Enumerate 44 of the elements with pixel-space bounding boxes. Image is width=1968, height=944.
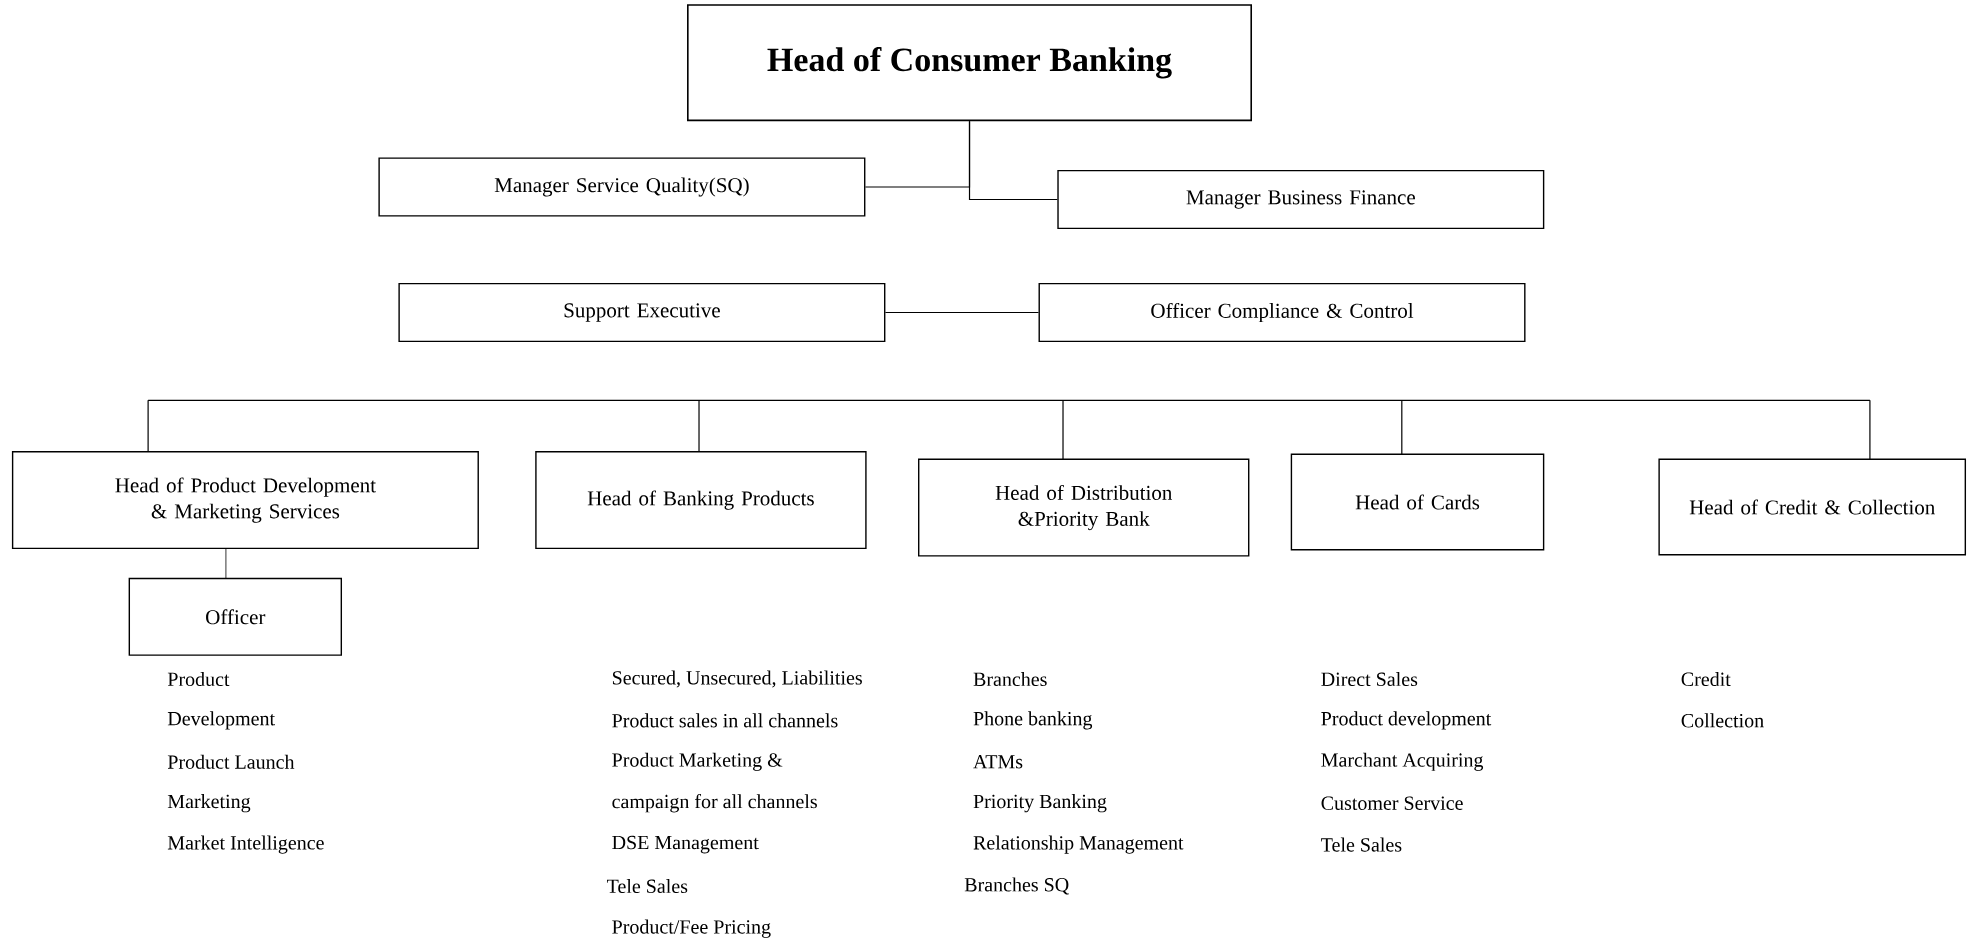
connector-line <box>1062 399 1064 460</box>
role-box: Manager Business Finance <box>1057 169 1545 230</box>
connector-line <box>698 399 700 453</box>
duty-label: Relationship Management <box>973 835 1184 854</box>
duty-label: Customer Service <box>1321 796 1463 810</box>
duty-label: campaign for all channels <box>612 794 817 813</box>
duty-label: DSE Management <box>612 835 759 854</box>
title-box: Head of Consumer Banking <box>687 4 1252 122</box>
duty-label: Secured, Unsecured, Liabilities <box>612 670 862 688</box>
duty-label: Product Marketing & <box>612 752 783 771</box>
connector-line <box>1869 399 1871 460</box>
duty-label: Direct Sales <box>1321 671 1418 687</box>
duty-label: Marchant Acquiring <box>1321 752 1484 771</box>
role-box: Head of Credit & Collection <box>1658 458 1966 556</box>
duty-label: Market Intelligence <box>167 835 324 854</box>
role-box: Head of Cards <box>1290 453 1545 551</box>
duty-label: ATMs <box>973 755 1023 769</box>
duty-label: Tele Sales <box>607 878 688 894</box>
role-box: Head of Distribution &Priority Bank <box>918 458 1250 557</box>
role-box: Head of Product Development & Marketing Services <box>11 451 479 550</box>
role-box: Manager Service Quality(SQ) <box>378 157 866 217</box>
role-box: Officer Compliance & Control <box>1038 282 1526 343</box>
connector-line <box>968 120 1058 201</box>
duty-label: Branches SQ <box>964 877 1069 895</box>
duty-label: Development <box>167 711 275 730</box>
duty-label: Credit <box>1681 671 1731 687</box>
duty-label: Collection <box>1681 713 1764 728</box>
duty-label: Marketing <box>167 794 251 813</box>
duty-label: Tele Sales <box>1321 837 1402 852</box>
duty-label: Product Launch <box>167 754 295 769</box>
connector-line <box>147 399 149 453</box>
role-box: Officer <box>128 577 342 656</box>
connector-line <box>147 399 1871 401</box>
connector-line <box>1401 399 1403 455</box>
duty-label: Product/Fee Pricing <box>612 919 771 938</box>
connector-line <box>884 311 1040 314</box>
duty-label: Phone banking <box>973 711 1093 730</box>
duty-label: Product sales in all channels <box>612 713 838 728</box>
role-box: Support Executive <box>398 282 886 343</box>
role-box: Head of Banking Products <box>535 451 867 550</box>
duty-label: Product development <box>1321 711 1492 730</box>
duty-label: Branches <box>973 671 1047 687</box>
connector-line <box>225 548 227 579</box>
duty-label: Priority Banking <box>973 794 1107 813</box>
